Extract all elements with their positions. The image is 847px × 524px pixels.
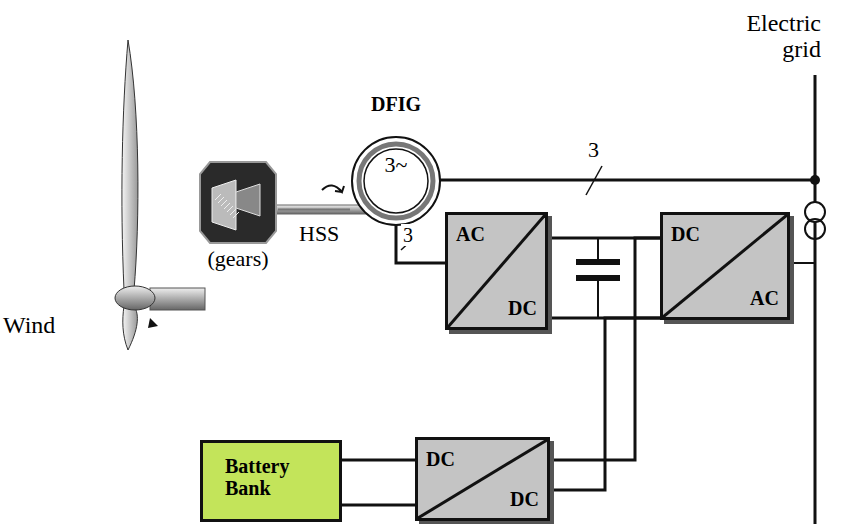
- gearbox: (gears): [198, 160, 278, 245]
- connector: [278, 209, 350, 210]
- converter-box: DC DC: [415, 437, 550, 521]
- three-phase-slash: [586, 166, 602, 195]
- battery-label: Battery Bank: [225, 455, 315, 499]
- converter-port: DC: [508, 297, 537, 319]
- edge-label: 3: [401, 224, 415, 246]
- converter-port: AC: [750, 287, 779, 309]
- converter-port: AC: [456, 223, 485, 245]
- gearbox-outline: [198, 160, 278, 245]
- connector: [548, 238, 660, 318]
- generator-circle: DFIG3~: [350, 135, 442, 227]
- node-heading: DFIG: [371, 93, 421, 115]
- converter-port: DC: [510, 488, 539, 510]
- converter-box: DC AC: [660, 212, 790, 320]
- converter-box: AC DC: [445, 212, 548, 330]
- battery-box: Battery Bank: [200, 440, 342, 522]
- grid-bus: [814, 75, 817, 524]
- wind-turbine: [115, 40, 205, 350]
- phase-symbol: 3~: [385, 153, 408, 177]
- part-label: (gears): [207, 247, 268, 271]
- connector: [396, 225, 445, 263]
- generator-symbol: [350, 135, 442, 227]
- edge-label: HSS: [297, 222, 341, 246]
- dc-link-capacitor: [576, 238, 620, 318]
- phase-count: 3: [588, 138, 599, 162]
- stator-line: [440, 179, 815, 182]
- converter-port: DC: [671, 223, 700, 245]
- grid-label: Electric grid: [721, 10, 821, 63]
- grid-side-wire: [792, 239, 815, 263]
- rotation-arrow: [322, 185, 344, 192]
- connector: [550, 238, 660, 490]
- wind-label: Wind: [3, 312, 55, 338]
- converter-port: DC: [426, 448, 455, 470]
- transformer-winding: [805, 219, 825, 239]
- connector: [342, 460, 415, 505]
